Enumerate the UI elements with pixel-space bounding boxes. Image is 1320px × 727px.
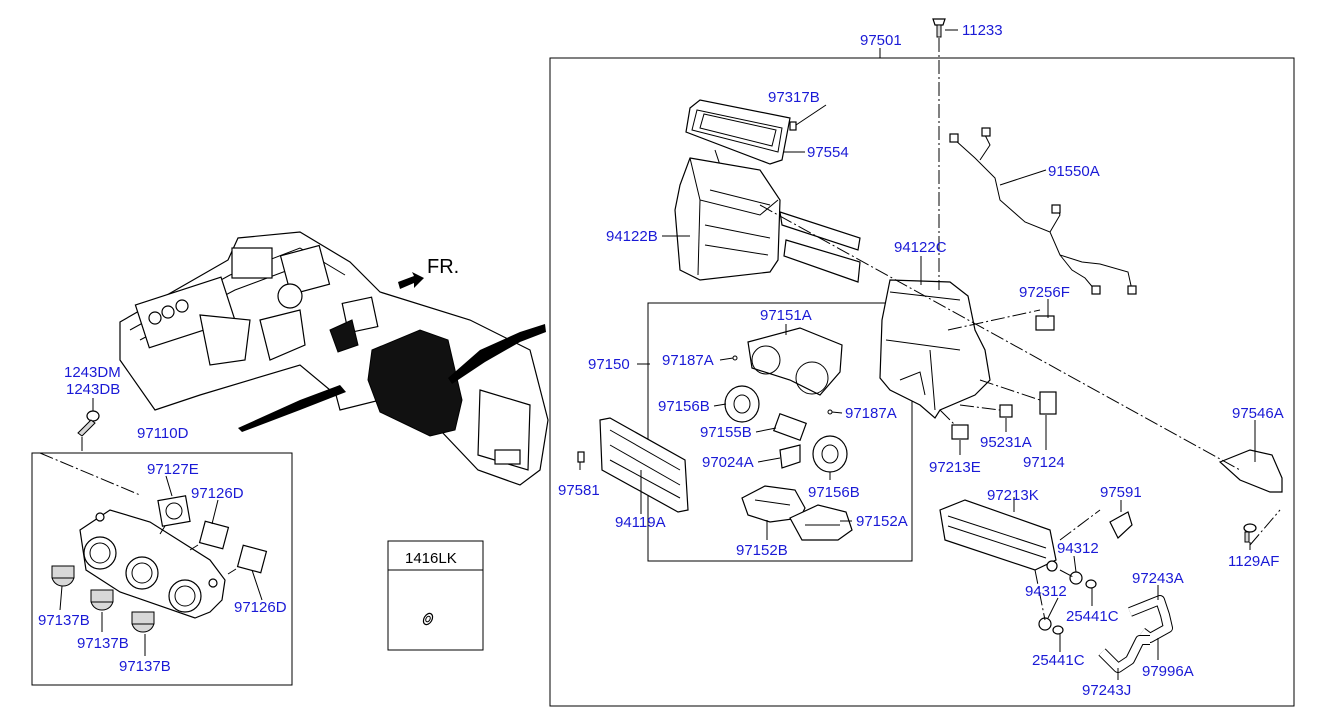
blower-assembly-frame bbox=[647, 302, 913, 562]
resistor-97213E bbox=[951, 424, 969, 440]
clamp-25441C-1 bbox=[1085, 579, 1097, 589]
scroll-97152A bbox=[789, 504, 853, 541]
callout-97213E[interactable]: 97213E bbox=[929, 459, 981, 476]
callout-97124[interactable]: 97124 bbox=[1023, 454, 1065, 471]
callout-97137B-3[interactable]: 97137B bbox=[119, 658, 171, 675]
callout-94312-1[interactable]: 94312 bbox=[1057, 540, 1099, 557]
clamp-25441C-2 bbox=[1052, 625, 1064, 635]
filter-cover-97554 bbox=[685, 99, 791, 165]
actuator-97126D-1 bbox=[189, 520, 230, 551]
callout-97127E[interactable]: 97127E bbox=[147, 461, 199, 478]
knob-97137B-1 bbox=[51, 565, 75, 587]
callout-97024A[interactable]: 97024A bbox=[702, 454, 754, 471]
front-arrow-icon bbox=[398, 272, 424, 289]
callout-97187A-1[interactable]: 97187A bbox=[662, 352, 714, 369]
legend-box bbox=[387, 540, 484, 651]
callout-97581[interactable]: 97581 bbox=[558, 482, 600, 499]
callout-97591[interactable]: 97591 bbox=[1100, 484, 1142, 501]
clip-1416LK bbox=[422, 612, 434, 626]
duct-upper bbox=[779, 211, 861, 251]
clip-97581 bbox=[577, 451, 585, 463]
callout-97110D[interactable]: 97110D bbox=[137, 425, 189, 442]
fan-97156B-2 bbox=[812, 435, 848, 473]
actuator-97126D-2 bbox=[227, 544, 268, 575]
callout-1243DB[interactable]: 1243DB bbox=[66, 381, 120, 398]
callout-94122B[interactable]: 94122B bbox=[606, 228, 658, 245]
callout-95231A[interactable]: 95231A bbox=[980, 434, 1032, 451]
callout-1243DM[interactable]: 1243DM bbox=[64, 364, 121, 381]
callout-97152B[interactable]: 97152B bbox=[736, 542, 788, 559]
screw-1129AF bbox=[1243, 523, 1257, 543]
callout-97554[interactable]: 97554 bbox=[807, 144, 849, 161]
callout-94119A[interactable]: 94119A bbox=[615, 514, 666, 531]
callout-97156B-1[interactable]: 97156B bbox=[658, 398, 710, 415]
duct-lower bbox=[783, 239, 861, 283]
actuator-97124 bbox=[1039, 391, 1057, 415]
callout-97137B-1[interactable]: 97137B bbox=[38, 612, 90, 629]
callout-97243A[interactable]: 97243A bbox=[1132, 570, 1184, 587]
oring-94312-1 bbox=[1069, 571, 1083, 585]
clip-97317B bbox=[789, 121, 797, 131]
front-direction-label: FR. bbox=[427, 256, 459, 278]
callout-97317B[interactable]: 97317B bbox=[768, 89, 820, 106]
callout-94122C[interactable]: 94122C bbox=[894, 239, 947, 256]
callout-97156B-2[interactable]: 97156B bbox=[808, 484, 860, 501]
callout-1129AF[interactable]: 1129AF bbox=[1228, 553, 1279, 570]
callout-97126D-2[interactable]: 97126D bbox=[234, 599, 287, 616]
blower-housing-97151A bbox=[747, 327, 843, 396]
actuator-97127E bbox=[157, 495, 191, 535]
hose-97243A bbox=[1128, 595, 1173, 643]
hose-97243J bbox=[1098, 635, 1150, 673]
assembly-frame-97501 bbox=[549, 57, 1295, 707]
bracket-97591 bbox=[1109, 511, 1133, 539]
callout-97996A[interactable]: 97996A bbox=[1142, 663, 1194, 680]
callout-97501[interactable]: 97501 bbox=[860, 32, 902, 49]
case-94122B bbox=[674, 157, 781, 281]
callout-91550A[interactable]: 91550A bbox=[1048, 163, 1100, 180]
heater-core-97213K bbox=[939, 499, 1058, 572]
callout-97126D-1[interactable]: 97126D bbox=[191, 485, 244, 502]
climate-control-panel bbox=[79, 509, 226, 619]
callout-25441C-2[interactable]: 25441C bbox=[1032, 652, 1085, 669]
case-94122C bbox=[879, 279, 991, 419]
callout-97546A[interactable]: 97546A bbox=[1232, 405, 1284, 422]
motor-97155B bbox=[772, 412, 808, 442]
legend-box-label: 1416LK bbox=[405, 550, 457, 567]
wiring-harness-91550A bbox=[949, 127, 1137, 295]
callout-97137B-2[interactable]: 97137B bbox=[77, 635, 129, 652]
callout-25441C-1[interactable]: 25441C bbox=[1066, 608, 1119, 625]
duct-97546A bbox=[1218, 449, 1283, 493]
callout-97150[interactable]: 97150 bbox=[588, 356, 630, 373]
control-assembly-frame bbox=[31, 452, 293, 686]
leader-lines bbox=[59, 29, 1256, 680]
callout-97155B[interactable]: 97155B bbox=[700, 424, 752, 441]
knob-97137B-3 bbox=[131, 611, 155, 633]
callout-97152A[interactable]: 97152A bbox=[856, 513, 908, 530]
grille-94119A bbox=[599, 417, 689, 513]
callout-97243J[interactable]: 97243J bbox=[1082, 682, 1131, 699]
callout-94312-2[interactable]: 94312 bbox=[1025, 583, 1067, 600]
callout-97151A[interactable]: 97151A bbox=[760, 307, 812, 324]
callout-97187A-2[interactable]: 97187A bbox=[845, 405, 897, 422]
switch-95231A bbox=[999, 404, 1013, 418]
bracket-97024A bbox=[779, 444, 801, 469]
bolt-11233 bbox=[932, 18, 946, 38]
screw-1243DM bbox=[77, 410, 100, 437]
connector-97256F bbox=[1035, 315, 1055, 331]
dashboard-illustration bbox=[119, 231, 549, 486]
callout-97256F[interactable]: 97256F bbox=[1019, 284, 1070, 301]
callout-11233[interactable]: 11233 bbox=[962, 22, 1003, 39]
fan-97156B-1 bbox=[724, 385, 760, 423]
callout-97213K[interactable]: 97213K bbox=[987, 487, 1039, 504]
knob-97137B-2 bbox=[90, 589, 114, 611]
